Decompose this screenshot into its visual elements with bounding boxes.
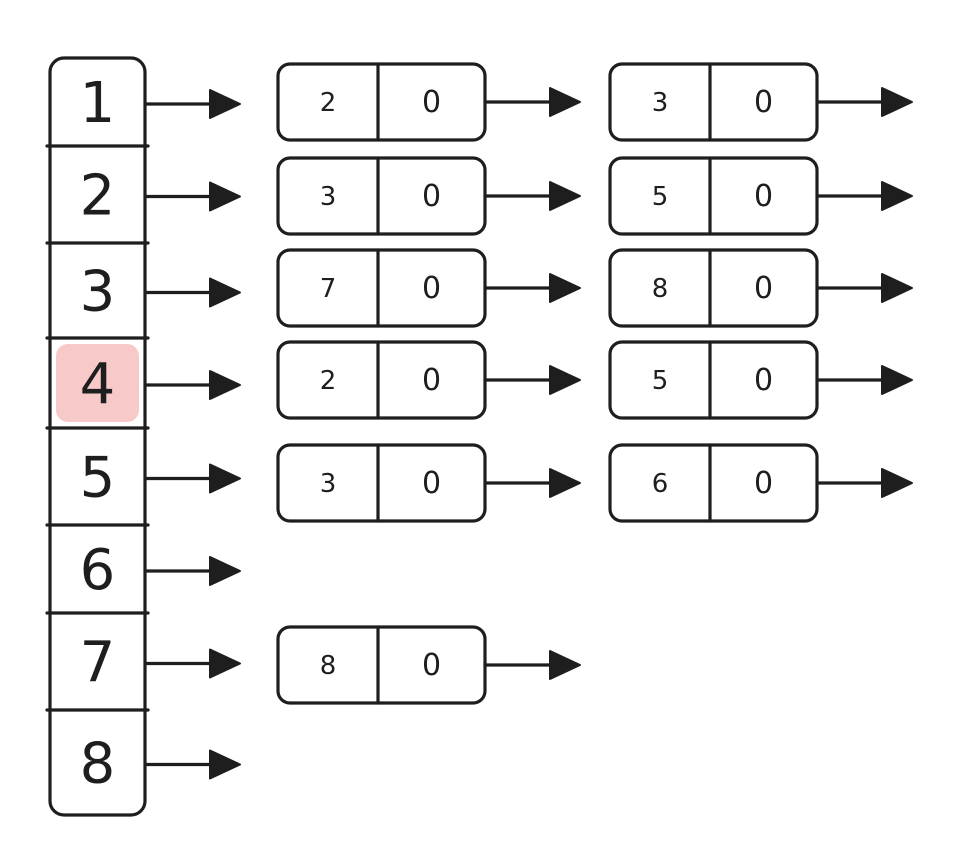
next-pointer-arrow: [483, 365, 581, 395]
head-arrow-6: [143, 556, 241, 586]
node-weight: 0: [422, 179, 441, 214]
head-cell-label: 2: [80, 164, 116, 229]
head-cell-label: 8: [80, 732, 116, 797]
next-pointer-arrow: [815, 468, 913, 498]
next-pointer-arrow: [483, 87, 581, 117]
node-box: [276, 443, 487, 523]
node-value: 3: [320, 182, 337, 212]
next-pointer-arrow: [815, 181, 913, 211]
node-value: 2: [320, 88, 337, 118]
head-cell-label: 7: [80, 631, 116, 696]
head-cell-label: 6: [80, 538, 116, 603]
next-pointer-arrow: [483, 468, 581, 498]
node-box: [608, 340, 819, 420]
node-weight: 0: [754, 271, 773, 306]
node-value: 5: [652, 366, 669, 396]
node-box: [276, 62, 487, 142]
node-weight: 0: [754, 466, 773, 501]
head-arrow-4: [143, 370, 241, 400]
head-cell-8: 8: [45, 708, 241, 797]
node-weight: 0: [422, 85, 441, 120]
node-value: 8: [652, 274, 669, 304]
node-weight: 0: [754, 85, 773, 120]
head-cell-1: 1: [80, 71, 241, 136]
head-arrow-3: [143, 277, 241, 308]
node-value: 2: [320, 366, 337, 396]
node-box: [276, 340, 487, 420]
node-value: 7: [320, 274, 337, 304]
node-weight: 0: [422, 648, 441, 683]
next-pointer-arrow: [483, 181, 581, 211]
head-array-frame: [48, 56, 147, 817]
head-arrow-8: [143, 749, 241, 780]
next-pointer-arrow: [815, 273, 913, 303]
node-box: [608, 248, 819, 328]
head-cell-2: 2: [45, 144, 241, 229]
node-weight: 0: [422, 271, 441, 306]
head-cell-label: 1: [80, 71, 116, 136]
node-weight: 0: [754, 363, 773, 398]
head-cell-6: 6: [45, 523, 241, 603]
next-pointer-arrow: [483, 273, 581, 303]
node-weight: 0: [422, 363, 441, 398]
head-cell-3: 3: [45, 241, 241, 325]
head-arrow-7: [143, 648, 241, 679]
node-box: [608, 156, 819, 236]
node-box: [608, 62, 819, 142]
node-value: 5: [652, 182, 669, 212]
node-weight: 0: [422, 466, 441, 501]
highlight-background: [56, 344, 139, 422]
node-weight: 0: [754, 179, 773, 214]
next-pointer-arrow: [483, 650, 581, 680]
node-value: 8: [320, 651, 337, 681]
head-arrow-5: [143, 463, 241, 494]
head-arrow-1: [143, 89, 241, 119]
node-value: 3: [320, 469, 337, 499]
next-pointer-arrow: [815, 365, 913, 395]
next-pointer-arrow: [815, 87, 913, 117]
head-cell-label: 3: [80, 260, 116, 325]
node-box: [608, 443, 819, 523]
head-arrow-2: [143, 181, 241, 212]
node-value: 6: [652, 469, 669, 499]
node-box: [276, 625, 487, 705]
head-cell-label: 5: [80, 446, 116, 511]
head-array: 1 2 3 4 5 6 7 8: [45, 56, 241, 817]
node-box: [276, 248, 487, 328]
head-cell-5: 5: [45, 426, 241, 511]
node-value: 3: [652, 88, 669, 118]
head-cell-label: 4: [80, 352, 116, 417]
head-cell-4: 4: [45, 336, 241, 422]
head-cell-7: 7: [45, 611, 241, 696]
node-box: [276, 156, 487, 236]
